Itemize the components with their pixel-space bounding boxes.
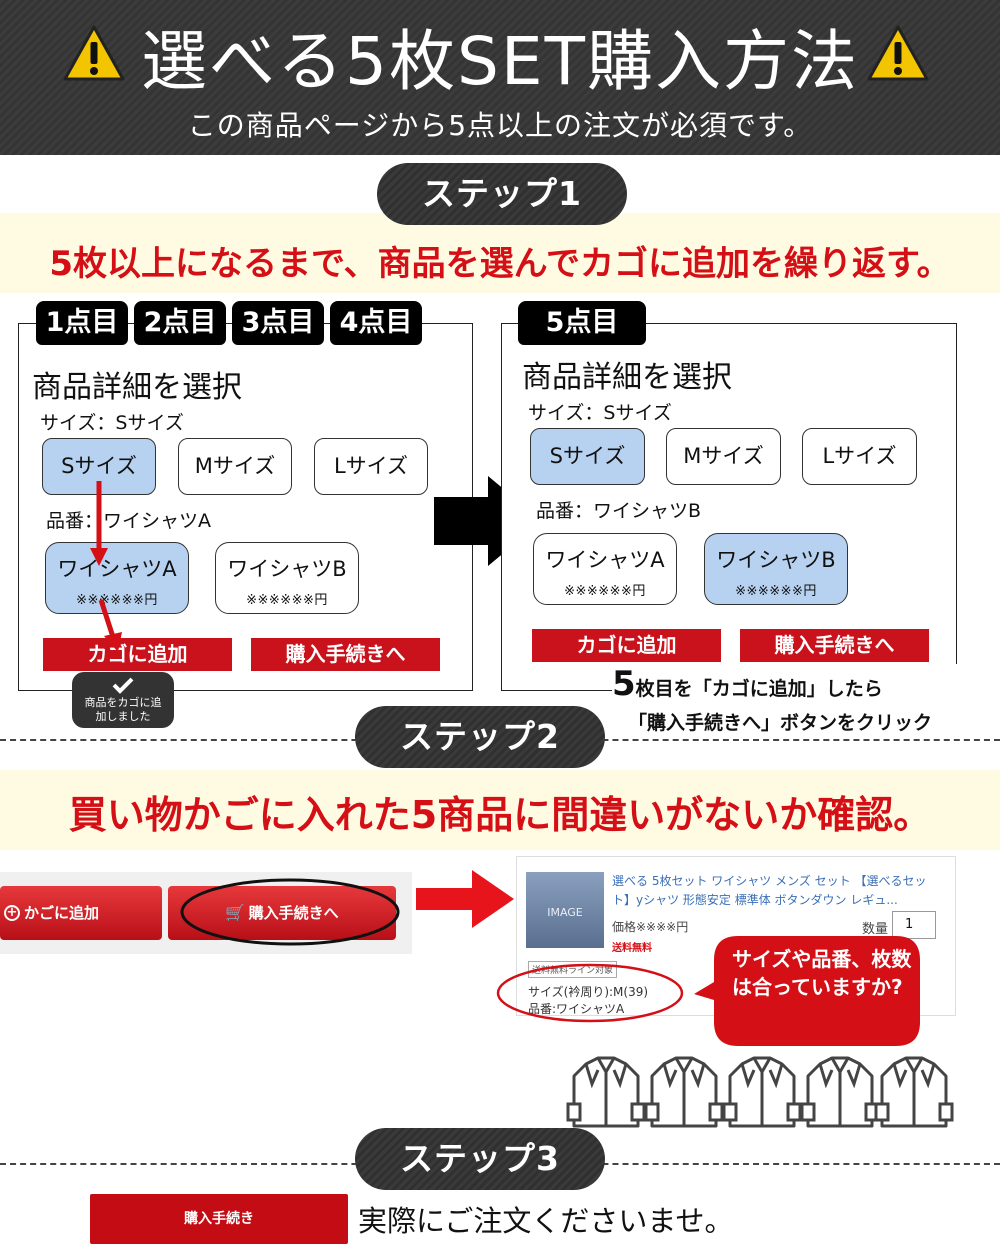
item-detail: 品番:ワイシャツA — [528, 1002, 625, 1016]
free-shipping-badge: 送料無料ライン対象 — [528, 961, 618, 978]
product-price: ※※※※※※円 — [735, 584, 817, 599]
note-text: 「カゴに追加」 — [692, 678, 826, 700]
warning-icon — [63, 25, 125, 81]
headline-band — [0, 213, 1000, 293]
product-option-a[interactable]: ワイシャツA ※※※※※※円 — [533, 533, 677, 605]
product-price: ※※※※※※円 — [246, 593, 328, 608]
cart-item-title[interactable]: 選べる 5枚セット ワイシャツ メンズ セット 【選べるセット】yシャツ 形態安… — [612, 874, 927, 907]
select-title: 商品詳細を選択 — [32, 370, 242, 405]
button-label: かごに追加 — [24, 904, 100, 922]
step2-headline: 買い物かごに入れた5商品に間違いがないか確認。 — [68, 793, 932, 837]
left-panel — [18, 323, 473, 691]
item-label: 品番：ワイシャツB — [536, 500, 702, 522]
quantity-label: 数量 — [862, 922, 889, 937]
product-option-b[interactable]: ワイシャツB ※※※※※※円 — [704, 533, 848, 605]
arrow-right-icon — [416, 870, 514, 928]
step2-pill: ステップ2 — [355, 706, 605, 768]
page-subtitle: この商品ページから5点以上の注文が必須です。 — [187, 109, 813, 142]
highlight-ellipse — [180, 878, 400, 946]
instruction-note-line2: 「購入手続きへ」ボタンをクリック — [628, 712, 933, 734]
shirt-icon — [566, 1056, 646, 1128]
bubble-text: サイズや品番、枚数は合っていますか? — [732, 947, 912, 999]
size-option-l[interactable]: Lサイズ — [314, 438, 428, 495]
headline-band — [0, 770, 1000, 850]
speech-bubble — [694, 936, 920, 1046]
add-to-cart-button[interactable]: カゴに追加 — [43, 638, 232, 671]
tab-item-5: 5点目 — [518, 301, 646, 345]
size-option-s[interactable]: Sサイズ — [530, 428, 645, 485]
product-thumbnail: IMAGE — [526, 872, 604, 948]
shirt-icon — [644, 1056, 724, 1128]
product-name: ワイシャツB — [716, 548, 836, 572]
tab-item-2: 2点目 — [134, 301, 226, 345]
tab-item-1: 1点目 — [36, 301, 128, 345]
step3-pill: ステップ3 — [355, 1128, 605, 1190]
button-label: 購入手続きへ — [248, 904, 339, 922]
tab-item-3: 3点目 — [232, 301, 324, 345]
add-to-cart-button[interactable]: カゴに追加 — [532, 629, 721, 662]
product-option-a[interactable]: ワイシャツA ※※※※※※円 — [45, 542, 189, 614]
size-option-l[interactable]: Lサイズ — [802, 428, 917, 485]
product-name: ワイシャツB — [227, 557, 347, 581]
product-price: ※※※※※※円 — [564, 584, 646, 599]
select-title: 商品詳細を選択 — [522, 360, 732, 395]
checkout-button[interactable]: 購入手続きへ — [740, 629, 929, 662]
warning-icon — [867, 25, 929, 81]
check-icon — [112, 677, 134, 694]
size-label: サイズ：Sサイズ — [528, 402, 672, 424]
purchase-button[interactable]: 購入手続き — [90, 1194, 348, 1244]
product-option-b[interactable]: ワイシャツB ※※※※※※円 — [215, 542, 359, 614]
instruction-note: 5枚目を「カゴに追加」したら — [612, 664, 958, 704]
product-price: ※※※※※※円 — [76, 593, 158, 608]
size-option-m[interactable]: Mサイズ — [178, 438, 292, 495]
tab-item-4: 4点目 — [330, 301, 422, 345]
product-name: ワイシャツA — [545, 548, 665, 572]
plus-icon: + — [4, 905, 20, 921]
toast-text: 商品をカゴに追加しました — [84, 696, 162, 723]
checkout-button[interactable]: 購入手続きへ — [251, 638, 440, 671]
product-name: ワイシャツA — [57, 557, 177, 581]
note-number: 5 — [612, 664, 636, 704]
item-label: 品番：ワイシャツA — [46, 510, 211, 532]
header-banner — [0, 0, 1000, 155]
shirt-icon — [722, 1056, 802, 1128]
shirt-icon — [800, 1056, 880, 1128]
size-option-m[interactable]: Mサイズ — [666, 428, 781, 485]
note-text: したら — [825, 678, 883, 700]
step1-headline: 5枚以上になるまで、商品を選んでカゴに追加を繰り返す。 — [49, 244, 951, 284]
added-toast: 商品をカゴに追加しました — [72, 672, 174, 728]
quantity-input[interactable]: 1 — [892, 911, 936, 939]
shirt-icons — [566, 1056, 954, 1128]
note-text: 枚目を — [635, 678, 693, 700]
step1-pill: ステップ1 — [377, 163, 627, 225]
cart-item-price: 価格※※※※円 — [612, 920, 689, 934]
cart-icon: 🛒 — [225, 903, 246, 922]
image-label: IMAGE — [547, 906, 583, 919]
page-title: 選べる5枚SET購入方法 — [141, 23, 859, 100]
shirt-icon — [874, 1056, 954, 1128]
size-detail: サイズ(衿周り):M(39) — [528, 985, 649, 999]
highlight-ellipse — [496, 963, 684, 1023]
step3-text: 実際にご注文くださいませ。 — [358, 1204, 734, 1238]
add-to-cart-button[interactable]: + かごに追加 — [0, 886, 162, 940]
size-label: サイズ：Sサイズ — [40, 412, 184, 434]
free-shipping-text: 送料無料 — [612, 943, 652, 954]
